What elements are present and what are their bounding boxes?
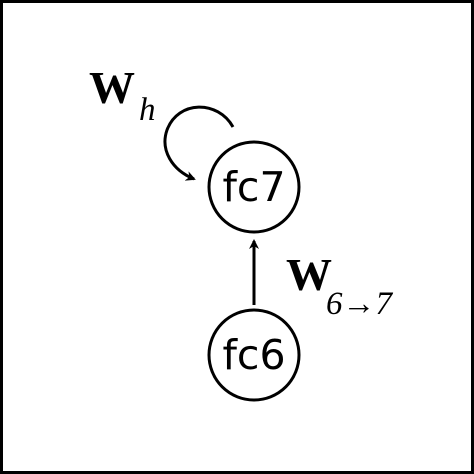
feedforward-weight-symbol: W [286, 249, 332, 300]
recurrent-weight-symbol: W [89, 62, 135, 113]
recurrent-weight-label: W h [89, 62, 156, 128]
recurrent-weight-subscript: h [139, 92, 156, 128]
recurrent-loop-arrow [163, 105, 235, 181]
feedforward-weight-subscript: 6→7 [326, 286, 394, 322]
node-fc7-circle [207, 140, 301, 234]
node-fc6-circle [207, 308, 301, 402]
node-fc6-label: fc6 [222, 331, 285, 379]
feedforward-weight-label: W 6→7 [286, 249, 394, 322]
node-fc7: fc7 [207, 140, 301, 234]
node-fc6: fc6 [207, 308, 301, 402]
node-fc7-label: fc7 [222, 163, 285, 211]
